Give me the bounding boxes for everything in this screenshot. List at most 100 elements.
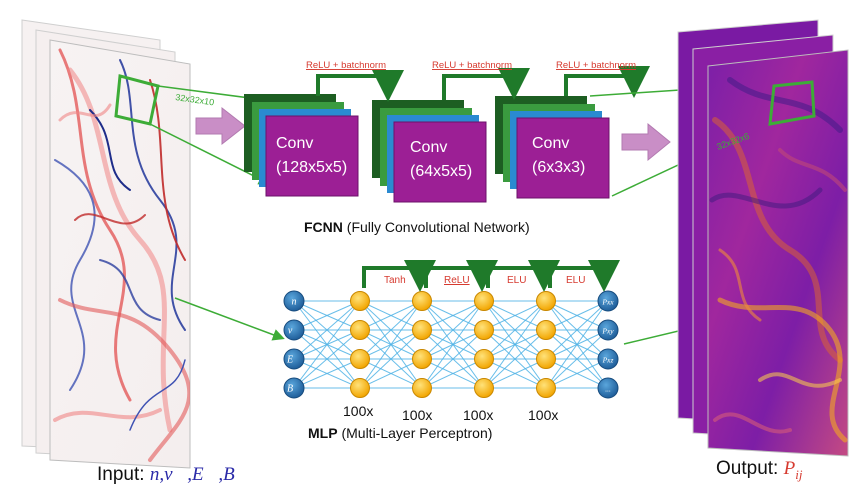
mlp-edge xyxy=(421,300,485,389)
mlp-edge xyxy=(359,300,423,389)
input-label-prefix: Input: xyxy=(97,464,150,485)
mlp-hidden-node xyxy=(350,320,370,340)
mlp-edge xyxy=(483,300,547,331)
output-label-sub: ij xyxy=(795,467,803,482)
mlp-edge xyxy=(483,300,547,389)
mlp-activation-label-4: ELU xyxy=(566,275,585,286)
mlp-edge xyxy=(421,329,485,389)
fcnn-block-1: Conv (128x5x5) xyxy=(244,94,359,197)
fcnn-title-bold: FCNN xyxy=(304,219,343,235)
mlp-output-label: Pxz xyxy=(602,356,614,365)
output-field-texture xyxy=(709,77,848,443)
fcnn-activation-label-1: ReLU + batchnorm xyxy=(306,60,386,71)
fcnn-block-3: Conv (6x3x3) xyxy=(495,96,610,199)
mlp-edge xyxy=(483,300,547,360)
mlp-hidden-node xyxy=(412,320,432,340)
mlp-output-node xyxy=(597,290,619,312)
mlp-edge xyxy=(293,358,361,389)
mlp-hidden-node xyxy=(536,349,556,369)
fcnn-conv-name-3: Conv xyxy=(532,135,569,152)
mlp-title: MLP (Multi-Layer Perceptron) xyxy=(308,425,492,441)
mlp-hidden-node xyxy=(412,291,432,311)
mlp-hidden-node xyxy=(536,320,556,340)
input-label: Input: n,v⃗,E⃗,B⃗ xyxy=(97,464,250,485)
fcnn-title-rest: (Fully Convolutional Network) xyxy=(343,219,530,235)
mlp-title-rest: (Multi-Layer Perceptron) xyxy=(338,425,493,441)
mlp-hidden-node xyxy=(412,378,432,398)
mlp-hidden-node xyxy=(350,349,370,369)
input-label-vars: n,v⃗,E⃗,B⃗ xyxy=(150,464,250,485)
mlp-layer-size-4: 100x xyxy=(528,407,558,423)
mlp-input-label: E⃗ xyxy=(286,355,301,366)
fcnn-block-2: Conv (64x5x5) xyxy=(372,100,487,203)
mlp-connections xyxy=(293,300,609,389)
fcnn-conv-box-3 xyxy=(516,117,610,199)
mlp-input-label: B⃗ xyxy=(287,384,301,395)
mlp-hidden-node xyxy=(350,291,370,311)
fcnn-activation-label-2: ReLU + batchnorm xyxy=(432,60,512,71)
output-field-stack xyxy=(677,19,849,457)
mlp-activation-label-1: Tanh xyxy=(384,275,406,286)
output-label-prefix: Output: xyxy=(716,458,784,479)
fcnn-conv-dims-1: (128x5x5) xyxy=(276,159,347,176)
mlp-hidden-node xyxy=(474,320,494,340)
fcnn-activation-label-3: ReLU + batchnorm xyxy=(556,60,636,71)
mlp-edge xyxy=(545,329,609,389)
mlp-edge xyxy=(293,300,361,389)
mlp-edge xyxy=(545,300,609,331)
mlp-activation-label-3: ELU xyxy=(507,275,526,286)
mlp-edge xyxy=(293,300,361,331)
mlp-edge xyxy=(359,329,423,389)
mlp-edge xyxy=(421,300,485,331)
mlp-edge xyxy=(421,300,485,360)
fcnn-title: FCNN (Fully Convolutional Network) xyxy=(304,219,530,235)
fcnn-to-output-arrow xyxy=(621,122,671,162)
mlp-output-node xyxy=(597,319,619,341)
mlp-output-node xyxy=(597,377,619,399)
mlp-hidden-node xyxy=(412,349,432,369)
mlp-edge xyxy=(545,300,609,360)
mlp-edge xyxy=(359,358,423,389)
mlp-input-label: v⃗ xyxy=(288,326,300,337)
mlp-edge xyxy=(545,300,609,389)
mlp-edge xyxy=(483,329,547,389)
input-field-stack xyxy=(21,19,191,469)
mlp-hidden-node xyxy=(536,378,556,398)
mlp-nodes: nv⃗E⃗B⃗PxxPxyPxz... xyxy=(283,290,619,399)
input-to-fcnn-arrow xyxy=(195,106,246,146)
mlp-hidden-node xyxy=(474,378,494,398)
fcnn-conv-name-2: Conv xyxy=(410,139,447,156)
mlp-layer-size-1: 100x xyxy=(343,403,373,419)
input-field-texture xyxy=(53,48,190,462)
output-label-symbol: P xyxy=(783,458,796,479)
mlp-hidden-node xyxy=(474,349,494,369)
fcnn-conv-box-2 xyxy=(393,121,487,203)
mlp-edge xyxy=(545,358,609,389)
mlp-hidden-node xyxy=(536,291,556,311)
output-label: Output: Pij xyxy=(716,458,803,482)
fcnn-conv-name-1: Conv xyxy=(276,135,313,152)
mlp-title-bold: MLP xyxy=(308,425,338,441)
mlp-layer-size-3: 100x xyxy=(463,407,493,423)
mlp-edge xyxy=(421,358,485,389)
mlp-edge xyxy=(293,300,361,360)
fcnn-conv-dims-2: (64x5x5) xyxy=(410,163,472,180)
fcnn-conv-box-1 xyxy=(265,115,359,197)
mlp-layer-size-2: 100x xyxy=(402,407,432,423)
mlp-input-node xyxy=(283,377,305,399)
mlp-output-node xyxy=(597,348,619,370)
mlp-input-node xyxy=(283,348,305,370)
mlp-output-label: Pxy xyxy=(601,327,614,336)
input-to-mlp-arrow xyxy=(174,297,285,341)
fcnn-conv-dims-3: (6x3x3) xyxy=(532,159,585,176)
mlp-output-label: Pxx xyxy=(601,298,614,307)
mlp-activation-label-2: ReLU xyxy=(444,275,470,286)
fcnn-activation-arrows xyxy=(316,66,650,102)
mlp-edge xyxy=(293,329,361,389)
mlp-activation-arrows xyxy=(362,260,620,292)
mlp-hidden-node xyxy=(474,291,494,311)
mlp-edge xyxy=(483,358,547,389)
mlp-input-node xyxy=(283,290,305,312)
mlp-hidden-node xyxy=(350,378,370,398)
